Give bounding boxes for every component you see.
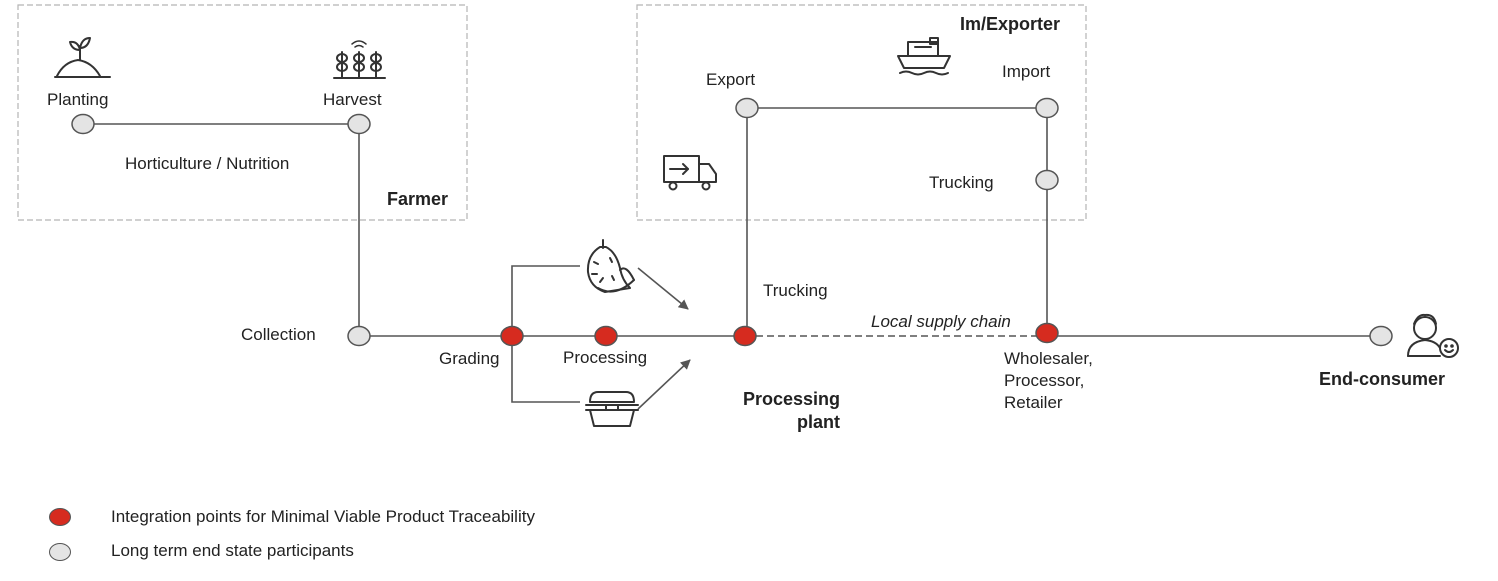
durian-fruit-icon	[586, 239, 635, 293]
harvest-label: Harvest	[323, 90, 382, 109]
wholesaler-label: Wholesaler, Processor, Retailer	[1004, 349, 1093, 412]
planting-node	[71, 113, 95, 135]
exporter-group-box	[636, 4, 1087, 221]
end-consumer-node	[1369, 325, 1393, 347]
collection-label: Collection	[241, 325, 316, 344]
grading-label: Grading	[439, 349, 500, 368]
harvest-node	[347, 113, 371, 135]
legend-integration-swatch	[49, 508, 71, 526]
truck-icon	[663, 155, 717, 191]
horticulture-label: Horticulture / Nutrition	[125, 154, 290, 173]
exporter-group-label: Im/Exporter	[960, 14, 1061, 34]
legend-integration-label: Integration points for Minimal Viable Pr…	[111, 507, 535, 526]
import-label: Import	[1002, 62, 1051, 81]
legend-participant-label: Long term end state participants	[111, 541, 354, 560]
processing-plant-label: Processing plant	[742, 389, 840, 432]
collection-node	[347, 325, 371, 347]
crops-icon	[333, 40, 386, 79]
farmer-group-label: Farmer	[387, 189, 449, 209]
wholesaler-node	[1035, 322, 1059, 344]
processing-plant-node	[733, 325, 757, 347]
local-supply-chain-label: Local supply chain	[871, 312, 1011, 331]
legend-participant-swatch	[49, 543, 71, 561]
grading-node	[500, 325, 524, 347]
sprout-icon	[54, 37, 111, 78]
farmer-group-box	[17, 4, 468, 221]
package-arrow	[637, 359, 691, 410]
processing-node	[594, 325, 618, 347]
trucking-plant-label: Trucking	[763, 281, 828, 300]
export-node	[735, 97, 759, 119]
trucking-import-node	[1035, 169, 1059, 191]
food-container-icon	[585, 391, 639, 427]
person-smile-icon	[1407, 313, 1459, 358]
trucking-import-label: Trucking	[929, 173, 994, 192]
end-consumer-label: End-consumer	[1319, 369, 1446, 389]
import-node	[1035, 97, 1059, 119]
processing-label: Processing	[563, 348, 648, 367]
durian-arrow	[637, 267, 689, 310]
export-label: Export	[706, 70, 756, 89]
ship-icon	[897, 37, 951, 76]
planting-label: Planting	[47, 90, 109, 109]
